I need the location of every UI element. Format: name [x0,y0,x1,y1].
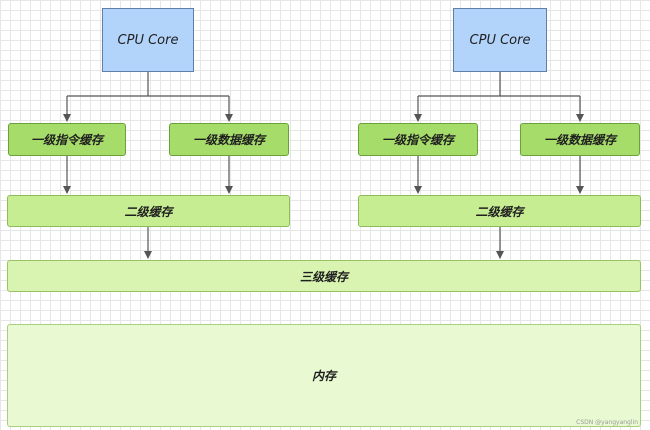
main-memory-label: 内存 [311,369,336,383]
right-cpu-core-label: CPU Core [469,32,531,48]
left-l1-instruction-cache-label: 一级指令缓存 [30,133,103,147]
l3-cache: 三级缓存 [7,260,641,292]
left-l1-data-cache: 一级数据缓存 [169,123,289,156]
right-l1-data-cache-label: 一级数据缓存 [543,133,616,147]
watermark: CSDN @yangyanglin [576,419,638,426]
left-l1-data-cache-label: 一级数据缓存 [192,133,265,147]
l3-cache-label: 三级缓存 [299,269,348,284]
main-memory: 内存 [7,324,641,427]
right-l2-cache-label: 二级缓存 [475,204,524,219]
left-l1-instruction-cache: 一级指令缓存 [8,123,126,156]
right-l1-instruction-cache-label: 一级指令缓存 [381,133,454,147]
right-l1-instruction-cache: 一级指令缓存 [358,123,478,156]
left-cpu-core-label: CPU Core [117,32,179,48]
left-cpu-connector [67,72,229,97]
right-l1-data-cache: 一级数据缓存 [520,123,640,156]
right-l2-cache: 二级缓存 [358,195,641,227]
right-cpu-connector [418,72,580,97]
left-l2-cache-label: 二级缓存 [124,204,173,219]
right-cpu-core: CPU Core [453,8,547,72]
left-cpu-core: CPU Core [102,8,194,72]
left-l2-cache: 二级缓存 [7,195,290,227]
